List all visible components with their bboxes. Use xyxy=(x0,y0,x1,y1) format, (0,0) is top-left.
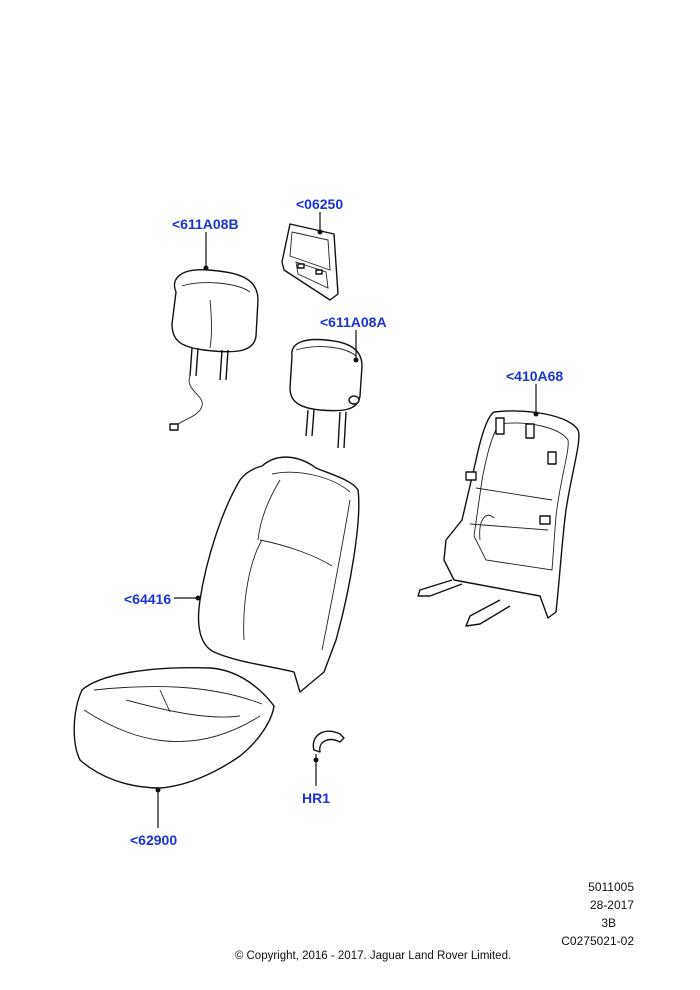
callout-headrest-b[interactable]: <611A08B xyxy=(172,216,239,232)
seat-cushion-part[interactable] xyxy=(73,667,275,789)
seat-frame-part[interactable] xyxy=(417,410,580,627)
callout-trim-panel[interactable]: <06250 xyxy=(296,196,344,212)
callout-clip[interactable]: HR1 xyxy=(302,790,331,806)
headrest-b-part[interactable] xyxy=(169,269,259,431)
callout-frame[interactable]: <410A68 xyxy=(506,368,564,384)
copyright-notice: © Copyright, 2016 - 2017. Jaguar Land Ro… xyxy=(234,950,512,962)
callout-cushion[interactable]: <62900 xyxy=(130,832,178,848)
diagram-code-1: 5011005 xyxy=(588,880,634,894)
callout-headrest-a[interactable]: <611A08A xyxy=(320,314,387,330)
callout-backrest-cover[interactable]: <64416 xyxy=(124,591,172,607)
headrest-a-part[interactable] xyxy=(289,338,363,449)
diagram-code-4: C0275021-02 xyxy=(561,934,634,948)
backrest-cover-part[interactable] xyxy=(197,456,360,693)
clip-part[interactable] xyxy=(312,730,345,753)
diagram-code-3: 3B xyxy=(601,916,616,930)
trim-panel-part[interactable] xyxy=(281,223,339,301)
diagram-code-2: 28-2017 xyxy=(589,898,634,912)
